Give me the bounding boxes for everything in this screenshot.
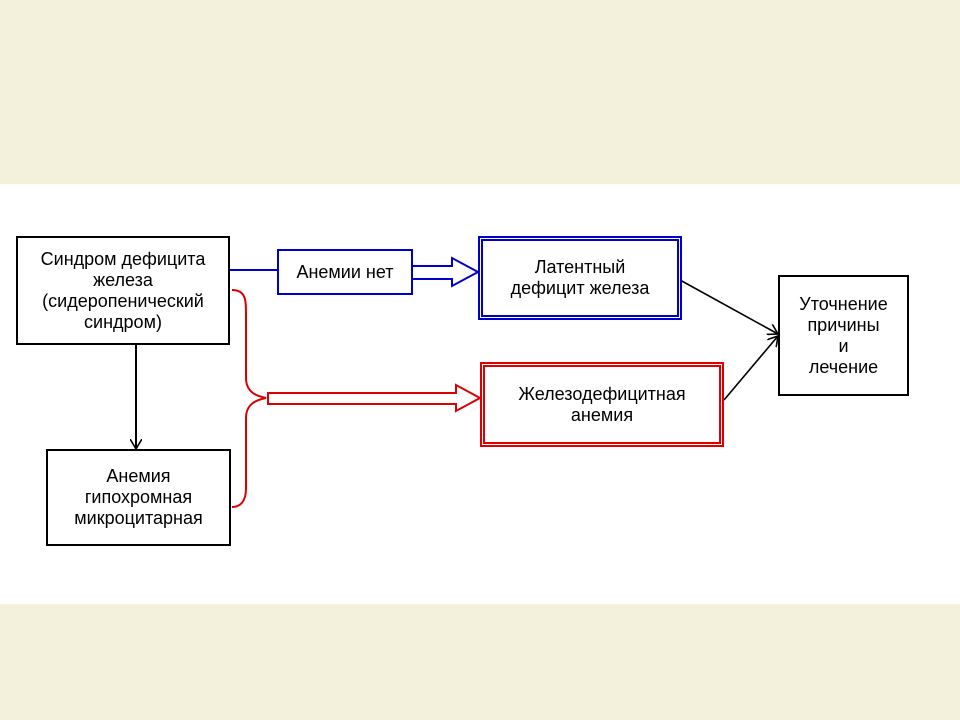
latent-deficiency-box: Латентный дефицит железа bbox=[478, 236, 682, 320]
syndrome-line: Синдром дефицита bbox=[40, 248, 206, 269]
red-hollow-arrow bbox=[267, 383, 483, 413]
latent-line: дефицит железа bbox=[510, 278, 650, 298]
clarification-line: и bbox=[838, 335, 849, 356]
latent-line: Латентный bbox=[534, 257, 626, 277]
iron-deficiency-anemia-box: Железодефицитная анемия bbox=[480, 362, 724, 447]
arrow-ida-to-clarification bbox=[723, 336, 778, 401]
no-anemia-label: Анемии нет bbox=[296, 261, 394, 282]
syndrome-line: железа bbox=[93, 269, 153, 290]
hypochromic-line: гипохромная bbox=[84, 487, 193, 507]
syndrome-line: синдром) bbox=[84, 311, 162, 332]
syndrome-box: Синдром дефицита железа (сидеропенически… bbox=[16, 236, 230, 345]
clarification-line: лечение bbox=[808, 356, 879, 377]
hypochromic-line: микроцитарная bbox=[74, 508, 203, 528]
no-anemia-box: Анемии нет bbox=[277, 249, 413, 295]
blue-hollow-arrow bbox=[412, 256, 481, 288]
clarification-line: причины bbox=[807, 314, 880, 335]
ida-line: анемия bbox=[570, 404, 634, 425]
syndrome-line: (сидеропенический bbox=[42, 290, 204, 311]
hypochromic-line: Анемия bbox=[106, 466, 171, 486]
clarification-box: Уточнение причины и лечение bbox=[778, 275, 909, 396]
red-brace bbox=[231, 289, 267, 508]
ida-line: Железодефицитная bbox=[518, 383, 686, 404]
hypochromic-anemia-box: Анемия гипохромная микроцитарная bbox=[46, 449, 231, 546]
arrow-latent-to-clarification bbox=[679, 279, 778, 334]
clarification-line: Уточнение bbox=[799, 293, 888, 314]
